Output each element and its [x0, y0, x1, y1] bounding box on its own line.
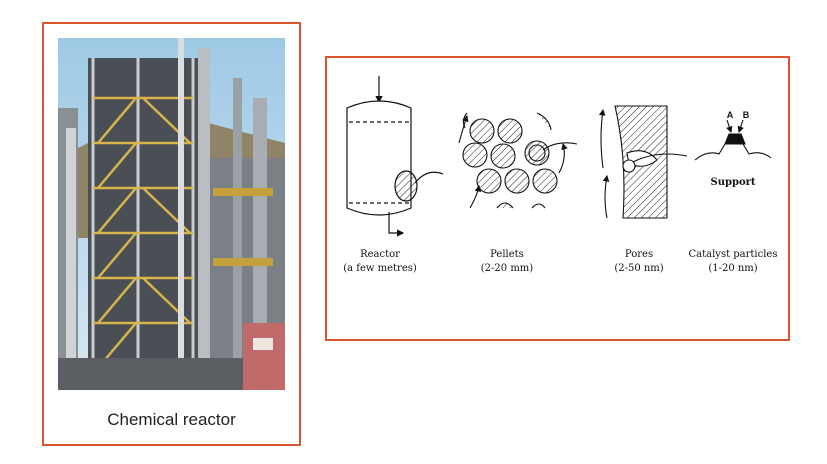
photo-caption: Chemical reactor: [107, 410, 236, 429]
reactor-photo-panel: Chemical reactor: [42, 22, 301, 446]
catalyst-on-support: [694, 119, 772, 161]
reactor-photo: [58, 38, 285, 390]
stage-reactor-size: (a few metres): [343, 263, 417, 274]
support-label: Support: [710, 177, 756, 188]
stage-reactor-name: Reactor: [360, 249, 400, 260]
pellets-cluster: [458, 112, 578, 209]
stage-pores-name: Pores: [624, 249, 654, 260]
stage-pores-size: (2-50 nm): [614, 263, 664, 274]
stage-pellets-size: (2-20 mm): [480, 263, 534, 274]
pores-detail: [598, 105, 688, 219]
stage-pellets-name: Pellets: [490, 249, 524, 260]
stage-catalyst-size: (1-20 nm): [708, 263, 758, 274]
stage-catalyst-name: Catalyst particles: [688, 249, 778, 260]
reactant-b-label: B: [742, 110, 750, 120]
reactant-a-label: A: [726, 110, 734, 120]
length-scale-diagram-panel: A B Support Reactor (a few metres) Pelle…: [325, 56, 790, 341]
reactor-vessel: [346, 76, 444, 237]
length-scale-diagram: [346, 76, 772, 237]
reactor-photo-illustration: [58, 38, 285, 390]
